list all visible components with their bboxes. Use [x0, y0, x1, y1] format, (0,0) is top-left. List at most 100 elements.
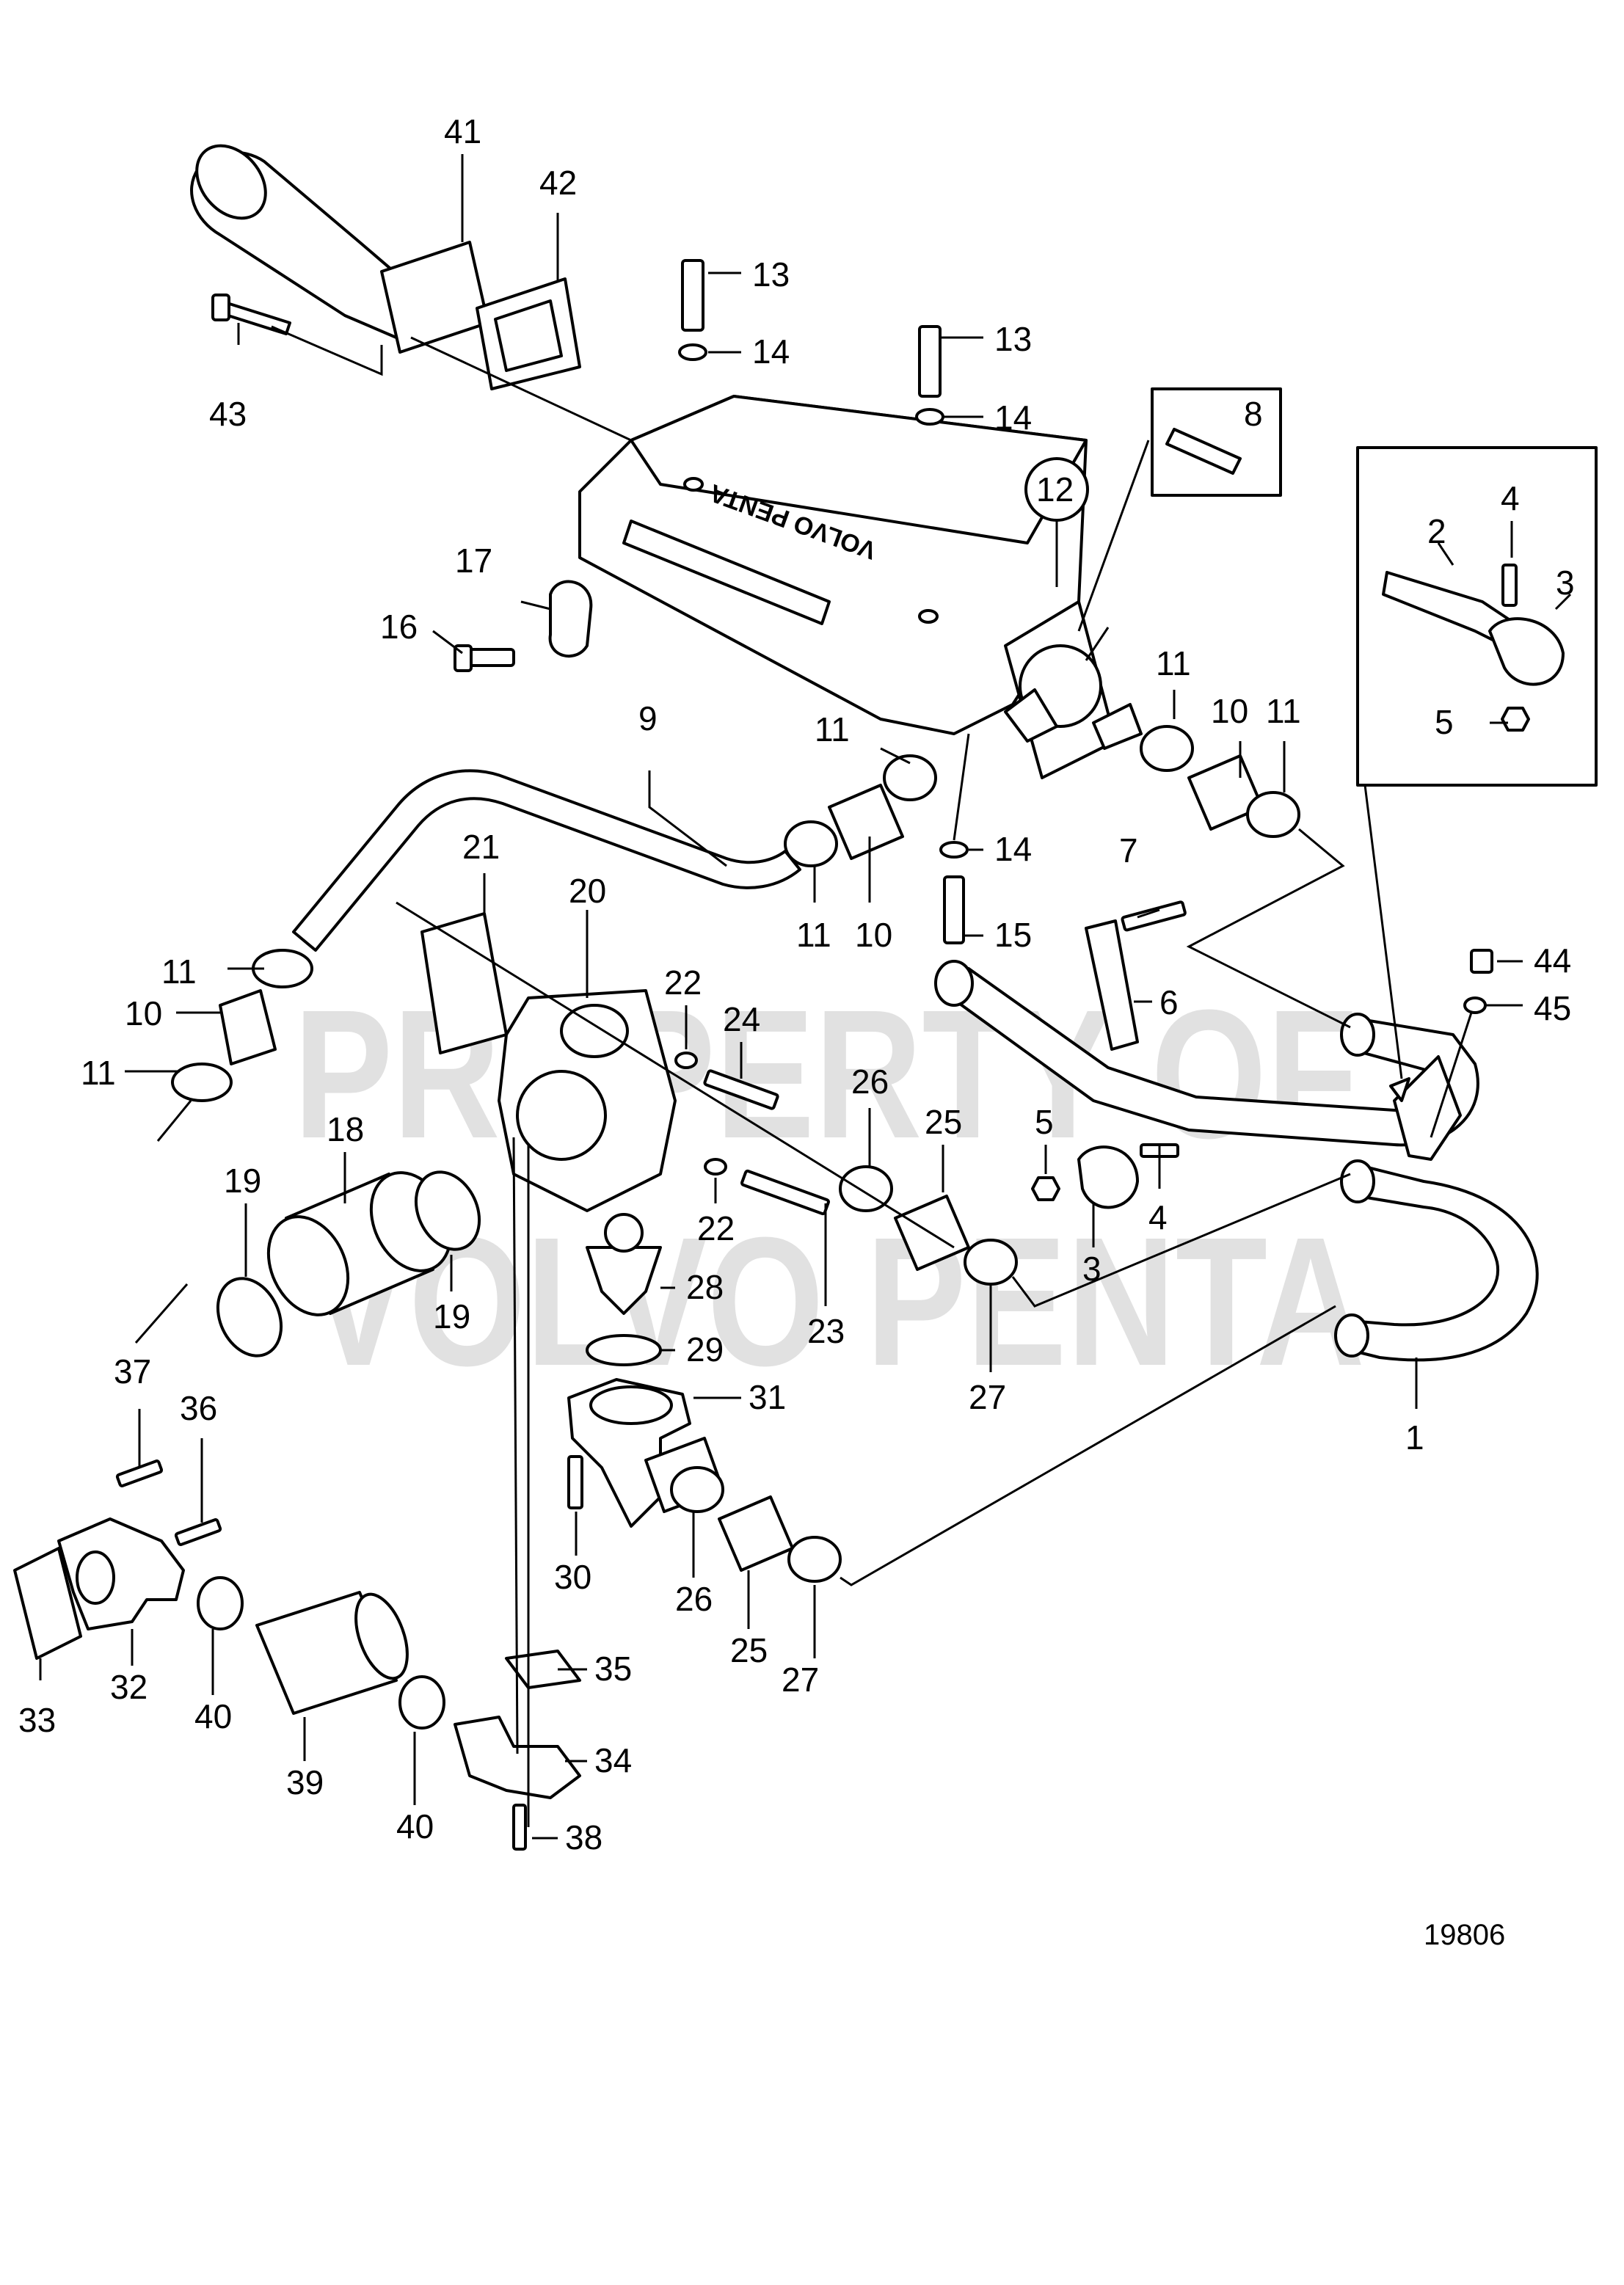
callout-25b: 25 [730, 1631, 768, 1669]
washer-14c [939, 841, 969, 859]
screw-13b [918, 325, 942, 398]
callout-12-circle [1024, 457, 1089, 522]
callout-33: 33 [18, 1701, 56, 1739]
screw-44 [1470, 949, 1493, 974]
bolt-24 [703, 1069, 779, 1110]
callout-24: 24 [723, 1000, 760, 1038]
callout-6: 6 [1159, 983, 1179, 1021]
callout-12: 12 [1036, 470, 1074, 509]
callout-29: 29 [686, 1330, 724, 1369]
callout-22a: 22 [664, 963, 702, 1002]
callout-31: 31 [749, 1378, 786, 1416]
bolt-43-head [211, 294, 230, 321]
washer-22b [704, 1158, 727, 1176]
housing-31-flange [589, 1385, 673, 1425]
washer-22a [674, 1052, 698, 1069]
screw-13a [681, 259, 704, 332]
callout-11d: 11 [796, 916, 831, 954]
inset-box-8 [1151, 387, 1282, 497]
manifold-nipple-left [1004, 688, 1058, 743]
bolt-4 [1501, 564, 1518, 607]
gasket-35 [505, 1650, 581, 1689]
pipe-1-end-d [1334, 1313, 1369, 1357]
callout-5b: 5 [1035, 1103, 1054, 1141]
exhaust-elbow-assembly [190, 144, 581, 390]
callout-41: 41 [444, 112, 481, 150]
watermark: PROPERTY OF VOLVO PENTA [294, 972, 1365, 1404]
thermostat-28 [586, 1246, 662, 1315]
clamp-11b [883, 754, 937, 801]
bracket-6 [1085, 919, 1139, 1051]
callout-30: 30 [554, 1558, 591, 1596]
callout-18: 18 [327, 1110, 364, 1148]
elbow-34 [454, 1716, 581, 1799]
pipe-1 [934, 960, 1539, 1362]
leader-lines [39, 154, 1572, 1840]
exhaust-manifold: VOLVO PENTA [578, 395, 1143, 779]
clamp-27a [964, 1239, 1018, 1286]
callout-22b: 22 [697, 1209, 735, 1247]
callout-36: 36 [180, 1389, 217, 1427]
screw-15 [943, 875, 965, 944]
callout-44: 44 [1534, 941, 1571, 980]
clamp-3 [1488, 617, 1565, 686]
callout-26b: 26 [675, 1580, 713, 1618]
callout-17: 17 [455, 542, 492, 580]
callout-40a: 40 [194, 1697, 232, 1735]
callout-3b: 3 [1082, 1250, 1102, 1288]
callout-35: 35 [594, 1650, 632, 1688]
fasteners-44-45 [1463, 949, 1493, 1014]
nipple-8 [1165, 428, 1242, 475]
callout-38: 38 [565, 1818, 602, 1856]
callout-13a: 13 [752, 255, 790, 294]
washer-14b [915, 408, 944, 426]
callout-8: 8 [1244, 395, 1263, 433]
housing-20-port [516, 1070, 607, 1161]
clamp-26b [670, 1466, 724, 1513]
lower-left-connector [13, 1459, 445, 1730]
clamp-27b [787, 1536, 842, 1583]
o-ring-19b [414, 1170, 481, 1251]
callout-5a: 5 [1435, 703, 1454, 741]
clamp-17-assembly [454, 580, 593, 672]
callout-4b: 4 [1148, 1198, 1168, 1236]
callout-2: 2 [1427, 512, 1446, 550]
manifold-hole-2 [918, 609, 939, 624]
pipe-1-end-b [1340, 1013, 1375, 1057]
housing-20-outlet [560, 1004, 629, 1058]
clamp-17 [548, 580, 593, 658]
bracket-6-assembly [1085, 900, 1187, 1051]
fasteners-top [678, 259, 969, 944]
callout-16: 16 [380, 608, 418, 646]
callout-11b: 11 [1156, 644, 1191, 682]
gasket-42-inner [494, 299, 563, 372]
callout-37: 37 [114, 1352, 151, 1391]
callout-43: 43 [209, 395, 247, 433]
screw-30 [567, 1455, 583, 1509]
insert-18-end-left [266, 1215, 350, 1316]
callout-11e: 11 [161, 952, 197, 991]
watermark-line2: VOLVO PENTA [308, 1199, 1365, 1404]
pipe-1-bracket [1393, 1055, 1462, 1161]
clamp-11a [784, 820, 838, 867]
clamp-40a [197, 1576, 244, 1630]
callout-14a: 14 [752, 332, 790, 371]
clamp-11d [1246, 791, 1300, 838]
clamp-40b [398, 1675, 445, 1730]
callout-14b: 14 [994, 398, 1032, 437]
callout-3a: 3 [1556, 564, 1575, 602]
screw-38 [512, 1804, 527, 1851]
gasket-33 [13, 1547, 82, 1660]
callout-19b: 19 [433, 1297, 470, 1335]
callout-21: 21 [462, 828, 500, 866]
callout-23: 23 [807, 1312, 845, 1350]
pipe-1-end-a [934, 960, 974, 1007]
thermostat-28-top [604, 1213, 644, 1253]
hose-10a [828, 784, 904, 860]
connector-32-port [76, 1550, 115, 1605]
callout-28: 28 [686, 1268, 724, 1306]
pipe-1-end-c [1340, 1159, 1375, 1203]
callout-39: 39 [286, 1763, 324, 1801]
elbow-34-assembly [454, 1650, 581, 1851]
